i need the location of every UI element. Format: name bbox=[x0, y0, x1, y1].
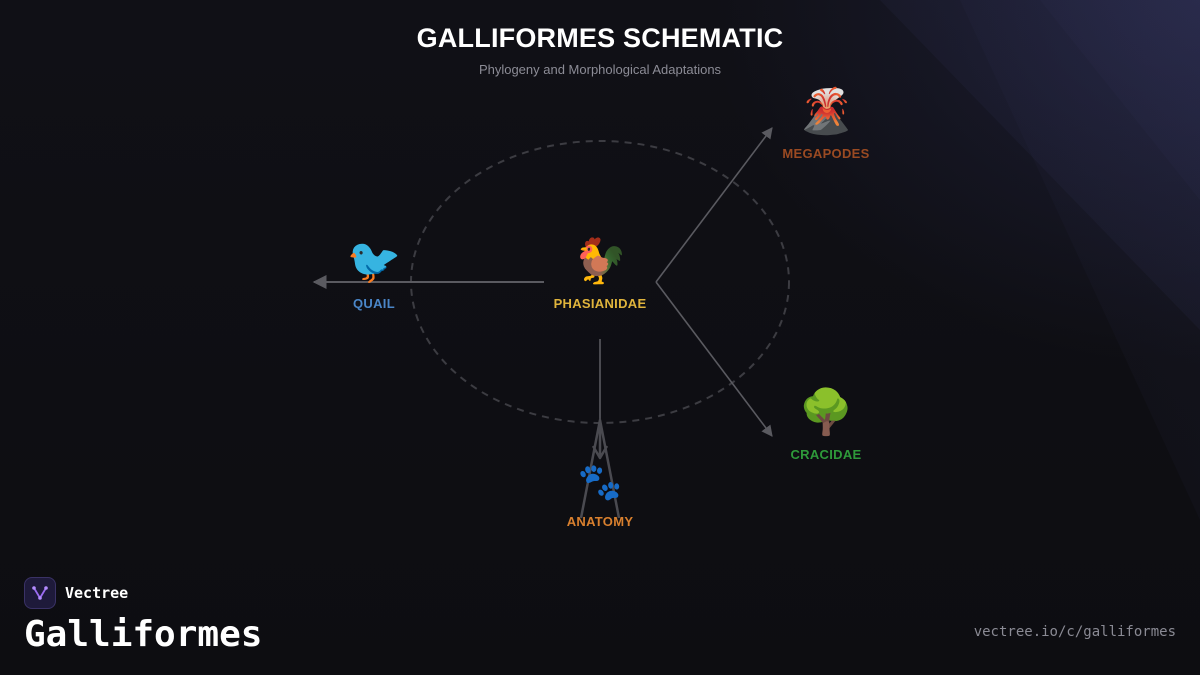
header: GALLIFORMES SCHEMATIC Phylogeny and Morp… bbox=[0, 20, 1200, 78]
node-label-cracidae: CRACIDAE bbox=[790, 447, 862, 462]
node-quail[interactable]: 🐦 QUAIL bbox=[284, 236, 464, 311]
rooster-icon: 🐓 bbox=[572, 237, 628, 286]
node-label-phasianidae: PHASIANIDAE bbox=[553, 296, 647, 311]
brand-title: Galliformes bbox=[24, 614, 263, 655]
anatomy-tripod-icon bbox=[579, 418, 621, 519]
node-cracidae[interactable]: 🌳 CRACIDAE bbox=[736, 387, 916, 462]
paw-prints-icon: 🐾 bbox=[577, 461, 623, 502]
brand-name: Vectree bbox=[65, 584, 129, 602]
node-phasianidae[interactable]: 🐓 PHASIANIDAE bbox=[510, 236, 690, 311]
page-subtitle: Phylogeny and Morphological Adaptations bbox=[478, 62, 722, 77]
page-title: GALLIFORMES SCHEMATIC bbox=[416, 23, 784, 53]
bird-icon: 🐦 bbox=[346, 237, 402, 286]
vectree-logo-icon[interactable] bbox=[24, 577, 56, 609]
node-megapodes[interactable]: 🌋 MEGAPODES bbox=[736, 86, 916, 161]
node-anatomy[interactable]: 🐾 ANATOMY bbox=[510, 456, 690, 529]
node-label-megapodes: MEGAPODES bbox=[782, 146, 870, 161]
connector-to-cracidae bbox=[655, 281, 773, 437]
footer-url[interactable]: vectree.io/c/galliformes bbox=[973, 624, 1176, 640]
brand-block: Vectree Galliformes bbox=[24, 577, 262, 657]
node-label-anatomy: ANATOMY bbox=[566, 514, 634, 529]
node-label-quail: QUAIL bbox=[353, 296, 395, 311]
volcano-icon: 🌋 bbox=[798, 87, 854, 136]
connector-to-megapodes bbox=[655, 127, 773, 283]
tree-icon: 🌳 bbox=[798, 388, 854, 437]
